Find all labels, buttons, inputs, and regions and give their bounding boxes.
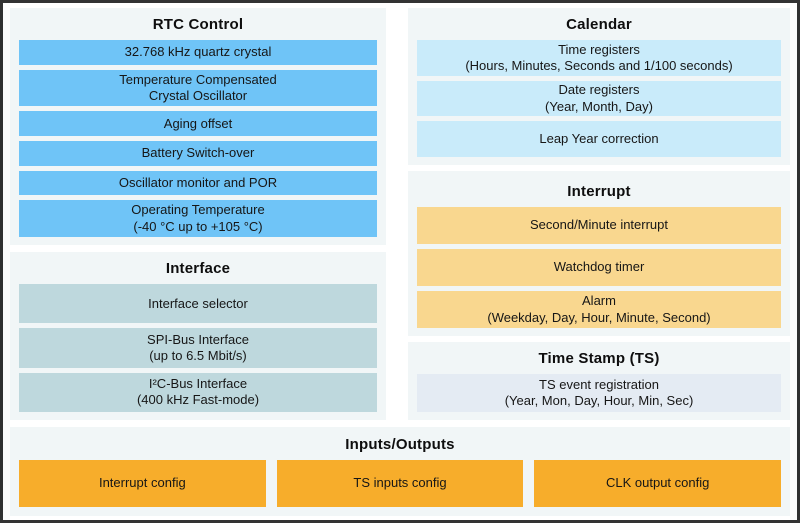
interrupt-blocks: Second/Minute interrupt Watchdog timer A… <box>417 207 781 328</box>
panel-rtc-control: RTC Control 32.768 kHz quartz crystal Te… <box>10 8 386 245</box>
diagram-upper-area: RTC Control 32.768 kHz quartz crystal Te… <box>10 8 790 420</box>
panel-time-stamp: Time Stamp (TS) TS event registration (Y… <box>408 342 790 420</box>
panel-calendar: Calendar Time registers (Hours, Minutes,… <box>408 8 790 165</box>
block-battery-switchover: Battery Switch-over <box>19 141 377 166</box>
rtc-control-title: RTC Control <box>152 16 244 33</box>
block-i2c-bus: I²C-Bus Interface (400 kHz Fast-mode) <box>19 372 377 412</box>
block-aging-offset: Aging offset <box>19 111 377 136</box>
block-interface-selector: Interface selector <box>19 284 377 324</box>
block-time-registers: Time registers (Hours, Minutes, Seconds … <box>417 40 781 76</box>
panel-interface: Interface Interface selector SPI-Bus Int… <box>10 252 386 420</box>
block-date-registers: Date registers (Year, Month, Day) <box>417 80 781 117</box>
block-alarm: Alarm (Weekday, Day, Hour, Minute, Secon… <box>417 291 781 328</box>
block-clk-output-config: CLK output config <box>534 460 782 507</box>
right-column: Calendar Time registers (Hours, Minutes,… <box>408 8 790 420</box>
calendar-blocks: Time registers (Hours, Minutes, Seconds … <box>417 40 781 158</box>
panel-interrupt: Interrupt Second/Minute interrupt Watchd… <box>408 171 790 336</box>
time-stamp-title: Time Stamp (TS) <box>538 350 660 367</box>
left-column: RTC Control 32.768 kHz quartz crystal Te… <box>10 8 386 420</box>
block-ts-inputs-config: TS inputs config <box>276 460 524 507</box>
block-operating-temperature: Operating Temperature (-40 °C up to +105… <box>19 200 377 237</box>
rtc-control-blocks: 32.768 kHz quartz crystal Temperature Co… <box>19 40 377 237</box>
block-tcxo: Temperature Compensated Crystal Oscillat… <box>19 69 377 107</box>
inputs-outputs-blocks: Interrupt config TS inputs config CLK ou… <box>19 460 782 507</box>
calendar-title: Calendar <box>566 16 632 33</box>
block-spi-bus: SPI-Bus Interface (up to 6.5 Mbit/s) <box>19 328 377 368</box>
block-ts-event-registration: TS event registration (Year, Mon, Day, H… <box>417 374 781 412</box>
block-second-minute-interrupt: Second/Minute interrupt <box>417 207 781 244</box>
block-leap-year-correction: Leap Year correction <box>417 121 781 158</box>
panel-inputs-outputs: Inputs/Outputs Interrupt config TS input… <box>10 427 790 516</box>
block-quartz-crystal: 32.768 kHz quartz crystal <box>19 40 377 65</box>
block-interrupt-config: Interrupt config <box>19 460 266 507</box>
block-oscillator-monitor-por: Oscillator monitor and POR <box>19 170 377 196</box>
interface-blocks: Interface selector SPI-Bus Interface (up… <box>19 284 377 412</box>
interface-title: Interface <box>165 260 231 277</box>
block-watchdog-timer: Watchdog timer <box>417 249 781 286</box>
inputs-outputs-title: Inputs/Outputs <box>345 436 455 453</box>
time-stamp-blocks: TS event registration (Year, Mon, Day, H… <box>417 374 781 412</box>
interrupt-title: Interrupt <box>567 183 631 200</box>
